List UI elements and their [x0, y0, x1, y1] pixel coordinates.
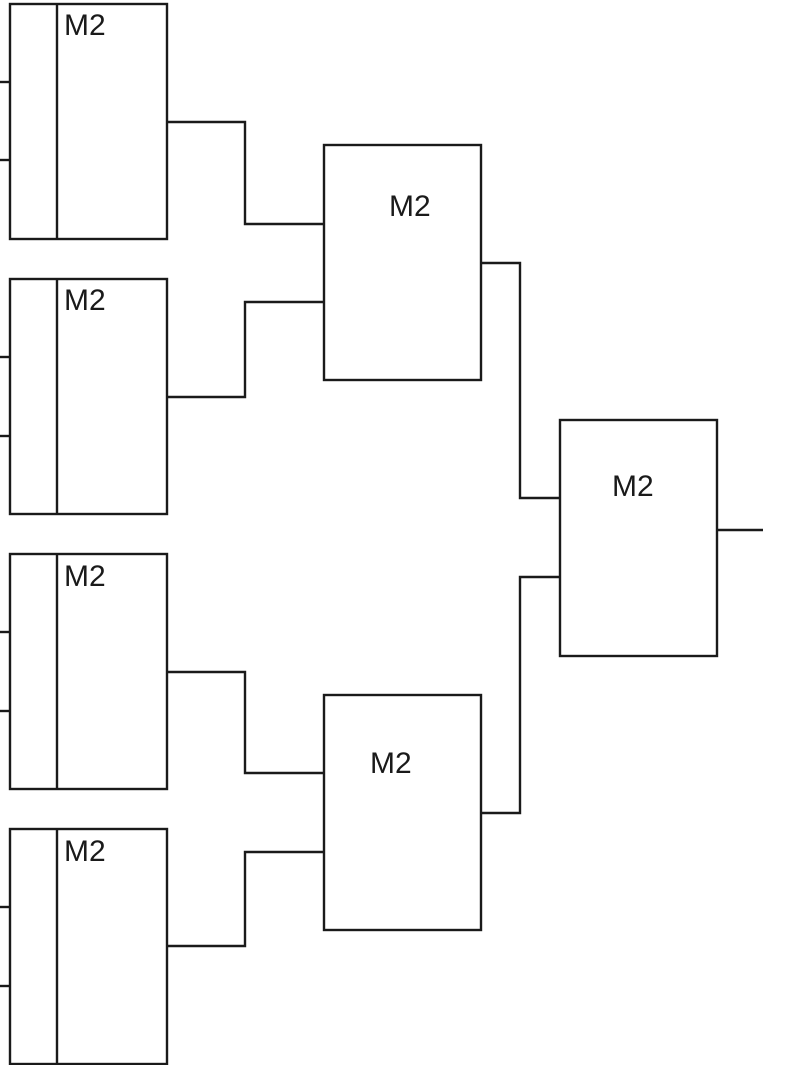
block-frame [322, 693, 483, 932]
connection-m2-2-to-m2-5 [167, 300, 324, 399]
block-frame [322, 143, 483, 382]
block-label: M2 [64, 560, 106, 593]
block-label: M2 [370, 747, 412, 780]
block-m2-3: M2 [8, 552, 169, 791]
block-label: M2 [612, 470, 654, 503]
input-stubs [0, 80, 10, 988]
block-frame [8, 2, 169, 241]
block-label: M2 [64, 284, 106, 317]
connection-m2-1-to-m2-5 [167, 120, 324, 226]
connection-m2-6-to-m2-7 [481, 575, 560, 815]
block-label: M2 [389, 190, 431, 223]
connection-m2-5-to-m2-7 [481, 261, 560, 500]
block-m2-2: M2 [8, 277, 169, 516]
block-frame [8, 552, 169, 791]
block-label: M2 [64, 835, 106, 868]
block-m2-1: M2 [8, 2, 169, 241]
block-m2-7: M2 [558, 418, 719, 658]
block-label: M2 [64, 9, 106, 42]
connection-m2-3-to-m2-6 [167, 670, 324, 775]
block-m2-6: M2 [322, 693, 483, 932]
block-frame [558, 418, 719, 658]
connection-m2-4-to-m2-6 [167, 850, 324, 948]
block-frame [8, 277, 169, 516]
block-m2-4: M2 [8, 827, 169, 1065]
block-m2-5: M2 [322, 143, 483, 382]
block-frame [8, 827, 169, 1065]
